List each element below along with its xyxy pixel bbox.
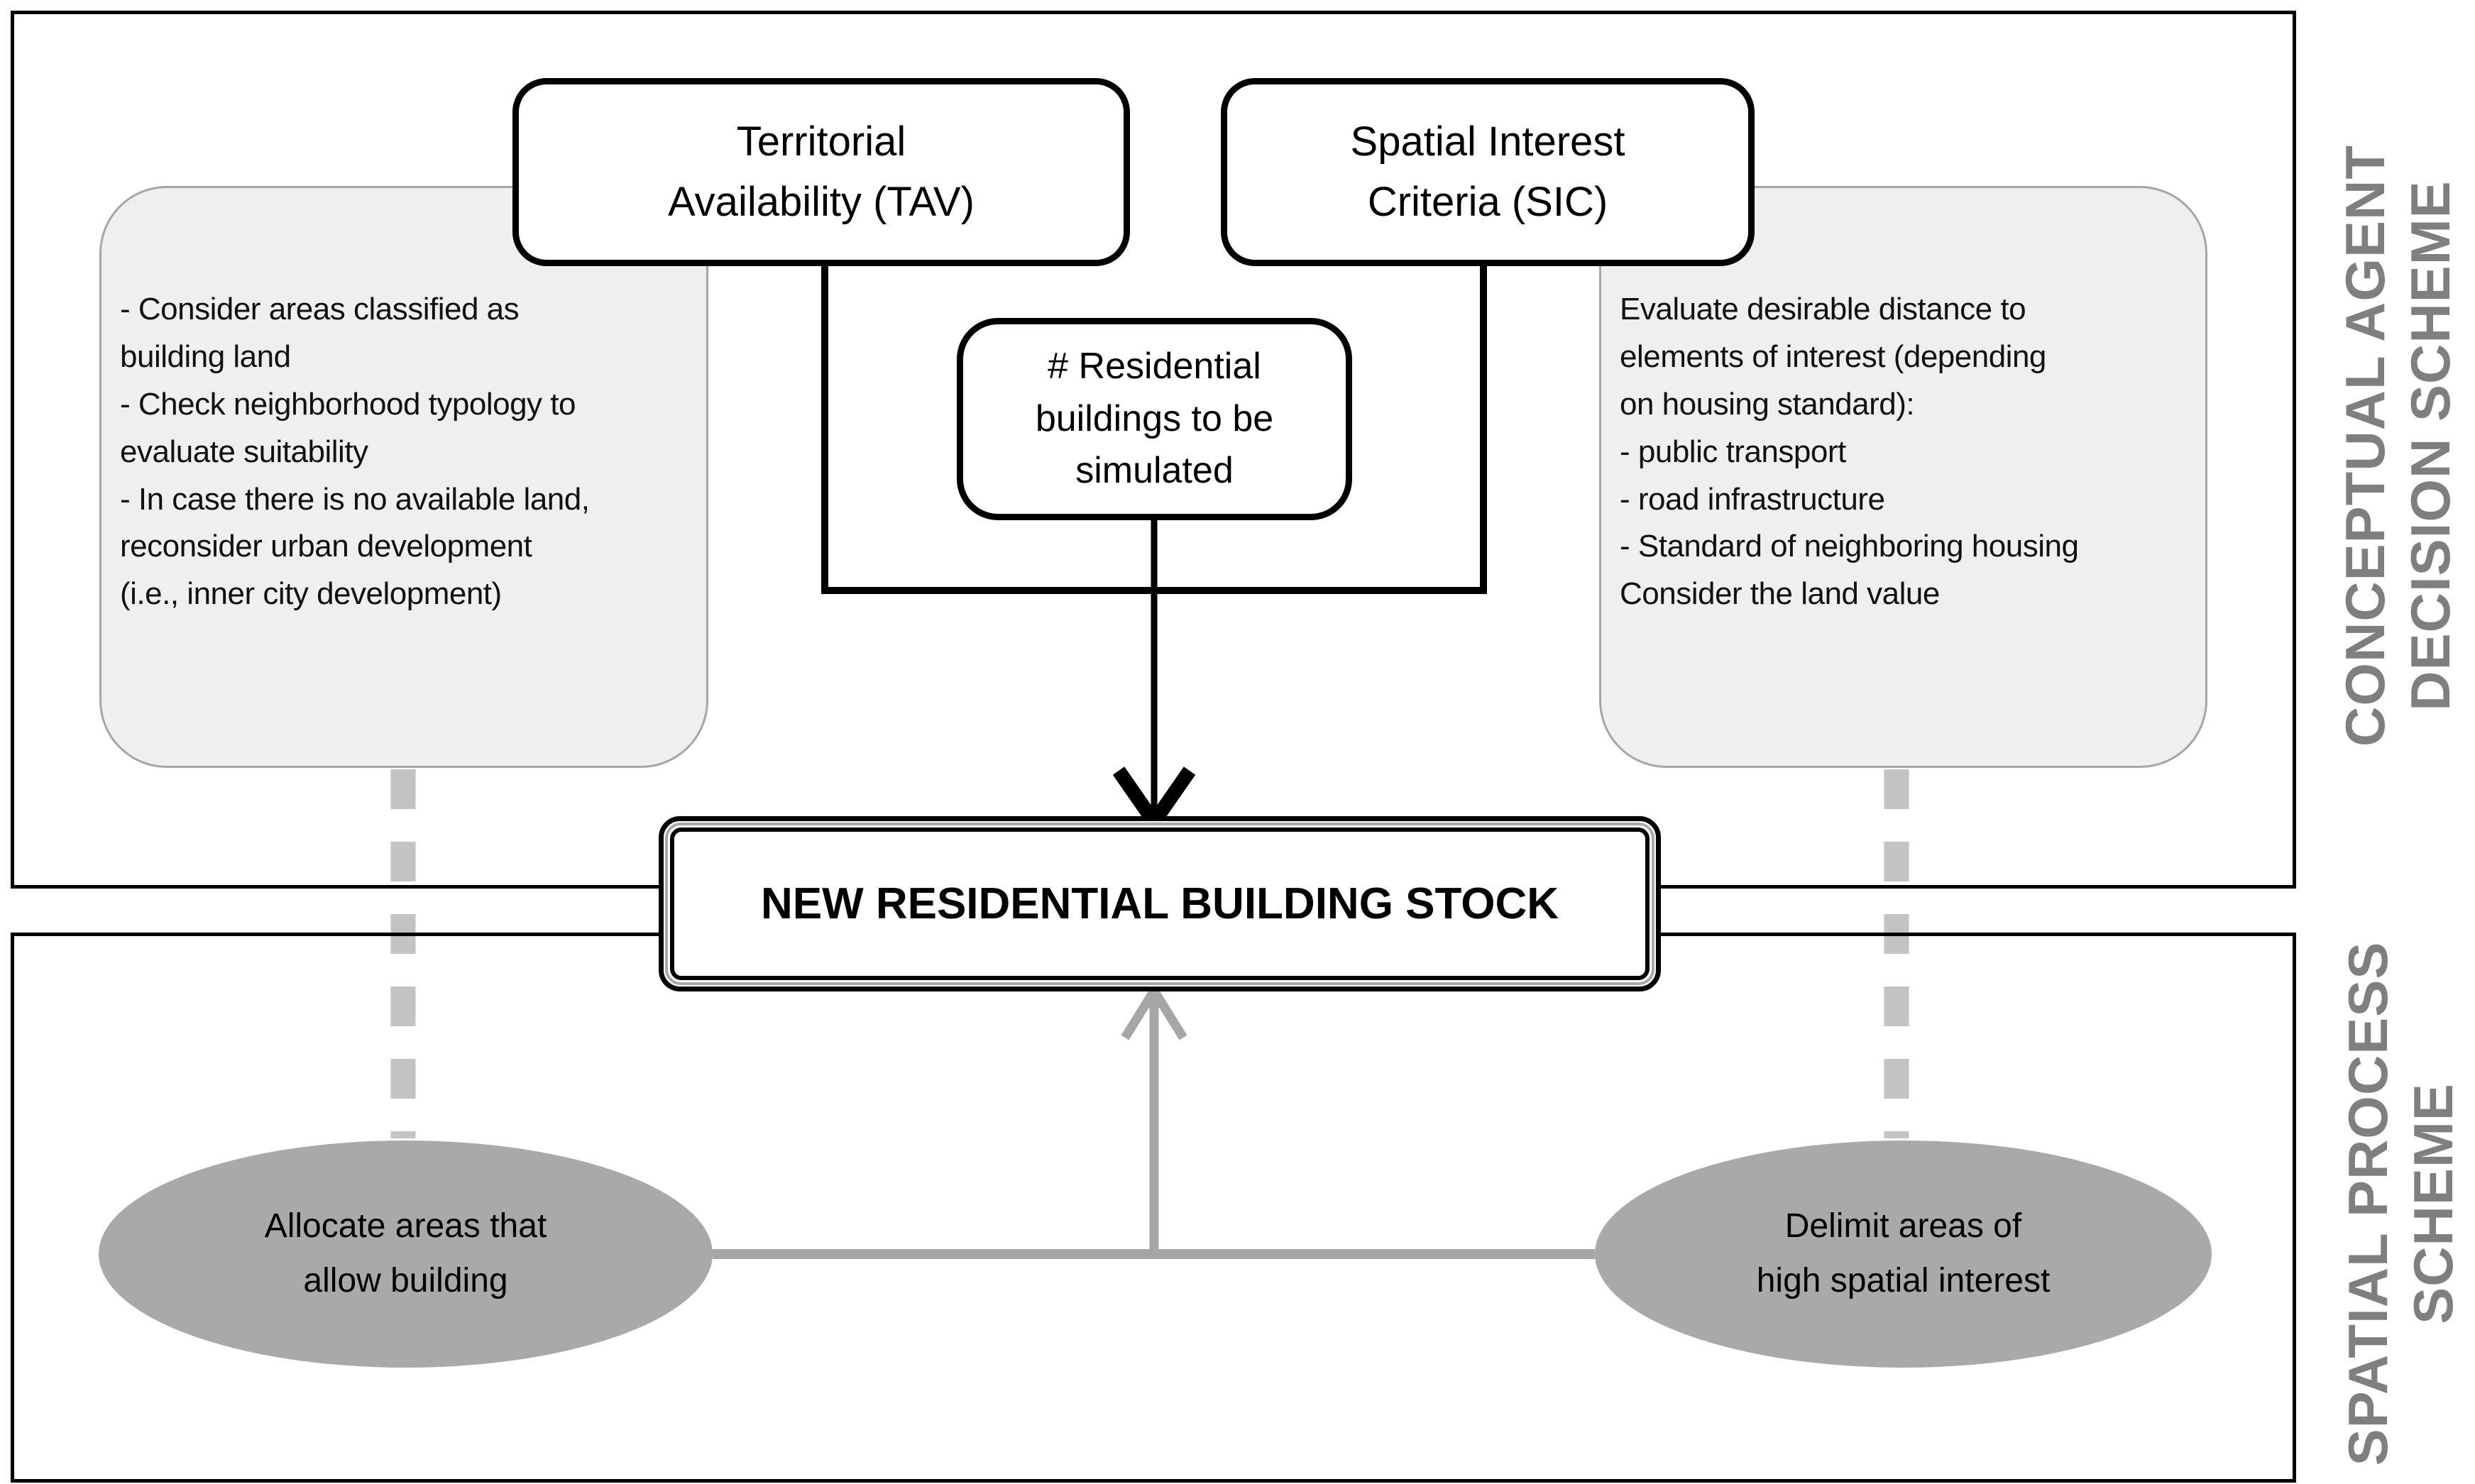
allocate-areas-label: Allocate areas that allow building <box>264 1207 547 1299</box>
tav-box: Territorial Availability (TAV) <box>512 78 1130 266</box>
delimit-areas-ellipse: Delimit areas of high spatial interest <box>1595 1141 2212 1368</box>
result-box: NEW RESIDENTIAL BUILDING STOCK <box>659 816 1661 991</box>
spatial-frame-label: SPATIAL PROCESS SCHEME <box>2336 941 2464 1466</box>
sic-note-text: Evaluate desirable distance to elements … <box>1620 292 2079 612</box>
tav-note-text: - Consider areas classified as building … <box>120 292 590 612</box>
tav-box-label: Territorial Availability (TAV) <box>668 119 975 225</box>
sic-box: Spatial Interest Criteria (SIC) <box>1221 78 1755 266</box>
result-box-label: NEW RESIDENTIAL BUILDING STOCK <box>760 879 1559 928</box>
delimit-areas-label: Delimit areas of high spatial interest <box>1756 1207 2051 1299</box>
tav-note-box: - Consider areas classified as building … <box>99 186 708 768</box>
residential-count-box: # Residential buildings to be simulated <box>957 318 1352 520</box>
residential-count-label: # Residential buildings to be simulated <box>1035 345 1274 492</box>
sic-note-box: Evaluate desirable distance to elements … <box>1599 186 2207 768</box>
sic-box-label: Spatial Interest Criteria (SIC) <box>1350 119 1625 225</box>
result-box-inner: NEW RESIDENTIAL BUILDING STOCK <box>670 828 1650 980</box>
allocate-areas-ellipse: Allocate areas that allow building <box>99 1141 713 1368</box>
result-box-mid-border: NEW RESIDENTIAL BUILDING STOCK <box>665 823 1654 985</box>
